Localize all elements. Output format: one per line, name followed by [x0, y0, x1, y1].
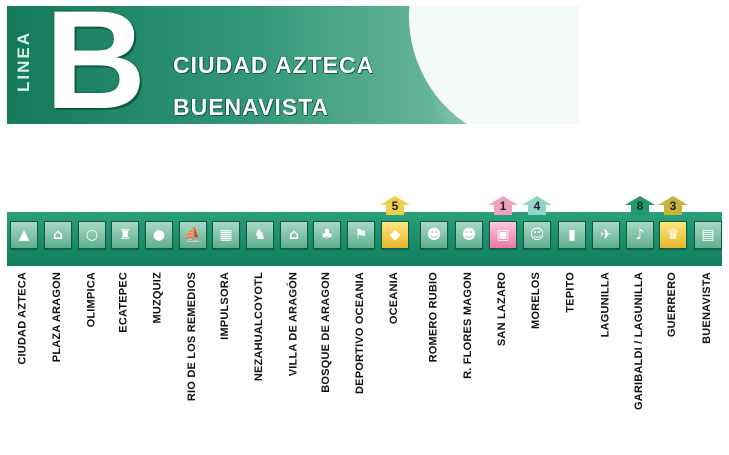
station-label: R. FLORES MAGON — [462, 272, 476, 452]
station-label: BOSQUE DE ARAGON — [320, 272, 334, 452]
morelos-icon: ☺ — [523, 221, 551, 249]
station-name: NEZAHUALCOYOTL — [253, 272, 265, 382]
transfer-line-number: 5 — [391, 199, 399, 213]
station-label: SAN LAZARO — [496, 272, 510, 452]
station-name: IMPULSORA — [219, 272, 231, 340]
monument-icon: ♜ — [111, 221, 139, 249]
station-label: LAGUNILLA — [599, 272, 613, 452]
station-name: SAN LAZARO — [496, 272, 508, 347]
terminal-title-2: BUENAVISTA — [173, 94, 330, 120]
station-label: VILLA DE ARAGÓN — [287, 272, 301, 452]
station-name: MORELOS — [530, 272, 542, 330]
station-name: ECATEPEC — [118, 272, 130, 333]
station-label: OCEANIA — [388, 272, 402, 452]
station-label: GARIBALDI / LAGUNILLA — [633, 272, 647, 452]
station-label: ROMERO RUBIO — [427, 272, 441, 452]
banner-arc — [409, 6, 579, 124]
olympic-rings-icon: ○ — [78, 221, 106, 249]
station-label: OLIMPICA — [85, 272, 99, 452]
line-letter: B — [45, 6, 147, 124]
station-label: NEZAHUALCOYOTL — [253, 272, 267, 452]
station-name: DEPORTIVO OCEANIA — [354, 272, 366, 394]
transfer-line-number: 1 — [499, 199, 507, 213]
station-label: BUENAVISTA — [701, 272, 715, 452]
station-name: BUENAVISTA — [701, 272, 713, 344]
bust-icon: ● — [145, 221, 173, 249]
station-name: OLIMPICA — [85, 272, 97, 328]
warrior-icon: ♛ — [659, 221, 687, 249]
station-label: CIUDAD AZTECA — [17, 272, 31, 452]
map-icon: ◆ — [381, 221, 409, 249]
station-label: PLAZA ARAGON — [51, 272, 65, 452]
factory-icon: ▦ — [212, 221, 240, 249]
transfer-line-number: 4 — [533, 199, 541, 213]
train-icon: ▣ — [489, 221, 517, 249]
portrait-icon: ☻ — [420, 221, 448, 249]
station-name: CIUDAD AZTECA — [17, 272, 29, 365]
station-label: MUZQUIZ — [152, 272, 166, 452]
station-name: MUZQUIZ — [152, 272, 164, 324]
station-name: PLAZA ARAGON — [51, 272, 63, 363]
aztec-pyramid-icon: ▲ — [10, 221, 38, 249]
coyote-icon: ♞ — [246, 221, 274, 249]
station-name: GUERRERO — [666, 272, 678, 338]
station-name: RIO DE LOS REMEDIOS — [186, 272, 198, 402]
station-label: RIO DE LOS REMEDIOS — [186, 272, 200, 452]
trees-icon: ♣ — [313, 221, 341, 249]
station-name: ROMERO RUBIO — [427, 272, 439, 363]
station-name: BOSQUE DE ARAGON — [320, 272, 332, 393]
plaza-icon: ⌂ — [44, 221, 72, 249]
transfer-arrow-8: 8 — [625, 196, 655, 215]
station-name: GARIBALDI / LAGUNILLA — [633, 272, 645, 411]
portrait-icon: ☻ — [455, 221, 483, 249]
station-name: TEPITO — [565, 272, 577, 313]
station-label: GUERRERO — [666, 272, 680, 452]
transfer-line-number: 8 — [636, 199, 644, 213]
station-label: ECATEPEC — [118, 272, 132, 452]
transfer-arrow-1: 1 — [488, 196, 518, 215]
station-name: OCEANIA — [388, 272, 400, 325]
train-station-icon: ▤ — [694, 221, 722, 249]
house-icon: ⌂ — [280, 221, 308, 249]
boot-icon: ▮ — [558, 221, 586, 249]
mariachi-icon: ♪ — [626, 221, 654, 249]
sports-icon: ⚑ — [347, 221, 375, 249]
boat-icon: ⛵ — [179, 221, 207, 249]
linea-label: LINEA — [14, 31, 33, 92]
station-label: IMPULSORA — [219, 272, 233, 452]
station-name: VILLA DE ARAGÓN — [287, 272, 299, 377]
line-banner: LINEA B CIUDAD AZTECA BUENAVISTA — [7, 6, 579, 124]
transfer-arrow-5: 5 — [380, 196, 410, 215]
transfer-arrow-3: 3 — [658, 196, 688, 215]
station-name: LAGUNILLA — [599, 272, 611, 338]
transfer-arrow-4: 4 — [522, 196, 552, 215]
transfer-line-number: 3 — [669, 199, 677, 213]
station-label: DEPORTIVO OCEANIA — [354, 272, 368, 452]
station-label: TEPITO — [565, 272, 579, 452]
station-label: MORELOS — [530, 272, 544, 452]
bird-icon: ✈ — [592, 221, 620, 249]
station-name: R. FLORES MAGON — [462, 272, 474, 379]
terminal-title-1: CIUDAD AZTECA — [173, 52, 375, 78]
